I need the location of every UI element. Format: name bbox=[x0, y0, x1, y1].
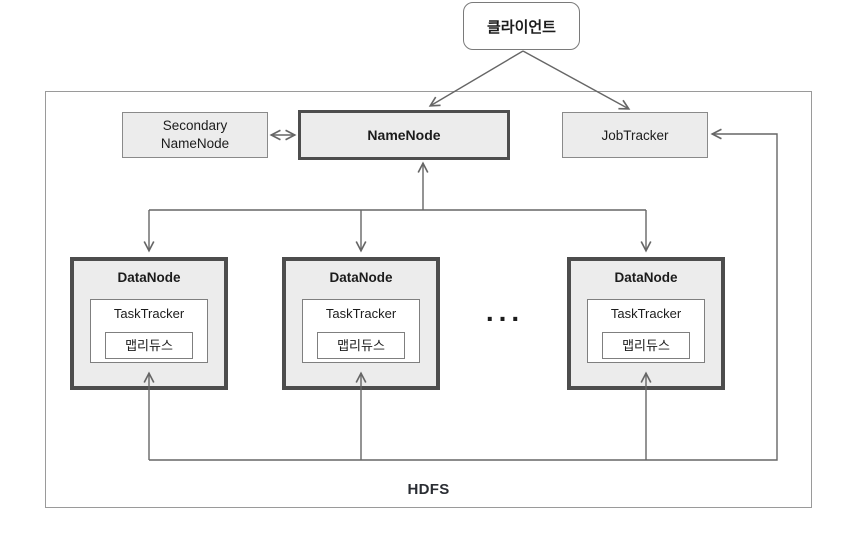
datanode-2-tasktracker-label: TaskTracker bbox=[325, 306, 397, 321]
hdfs-boundary-box bbox=[45, 91, 812, 508]
datanode-3: DataNode TaskTracker 맵리듀스 bbox=[567, 257, 725, 390]
datanode-3-tasktracker-label: TaskTracker bbox=[610, 306, 682, 321]
secondary-namenode-label-line1: Secondary bbox=[162, 118, 228, 134]
datanode-2-label: DataNode bbox=[329, 270, 393, 285]
datanode-1-label: DataNode bbox=[117, 270, 181, 285]
datanode-3-mapreduce: 맵리듀스 bbox=[602, 332, 690, 359]
jobtracker-node: JobTracker bbox=[562, 112, 708, 158]
datanode-1: DataNode TaskTracker 맵리듀스 bbox=[70, 257, 228, 390]
more-datanodes-ellipsis: ... bbox=[485, 296, 525, 327]
datanode-1-mapreduce: 맵리듀스 bbox=[105, 332, 193, 359]
namenode-node: NameNode bbox=[298, 110, 510, 160]
namenode-label: NameNode bbox=[367, 127, 441, 143]
jobtracker-label: JobTracker bbox=[601, 127, 669, 143]
hdfs-label: HDFS bbox=[407, 481, 450, 498]
datanode-3-tasktracker: TaskTracker 맵리듀스 bbox=[587, 299, 705, 363]
datanode-1-tasktracker-label: TaskTracker bbox=[113, 306, 185, 321]
secondary-namenode-label-line2: NameNode bbox=[160, 136, 230, 151]
datanode-2: DataNode TaskTracker 맵리듀스 bbox=[282, 257, 440, 390]
secondary-namenode-node: Secondary NameNode bbox=[122, 112, 268, 158]
datanode-2-tasktracker: TaskTracker 맵리듀스 bbox=[302, 299, 420, 363]
datanode-1-tasktracker: TaskTracker 맵리듀스 bbox=[90, 299, 208, 363]
client-node: 클라이언트 bbox=[463, 2, 580, 50]
client-label: 클라이언트 bbox=[486, 18, 556, 36]
datanode-2-mapreduce: 맵리듀스 bbox=[317, 332, 405, 359]
datanode-3-label: DataNode bbox=[614, 270, 678, 285]
